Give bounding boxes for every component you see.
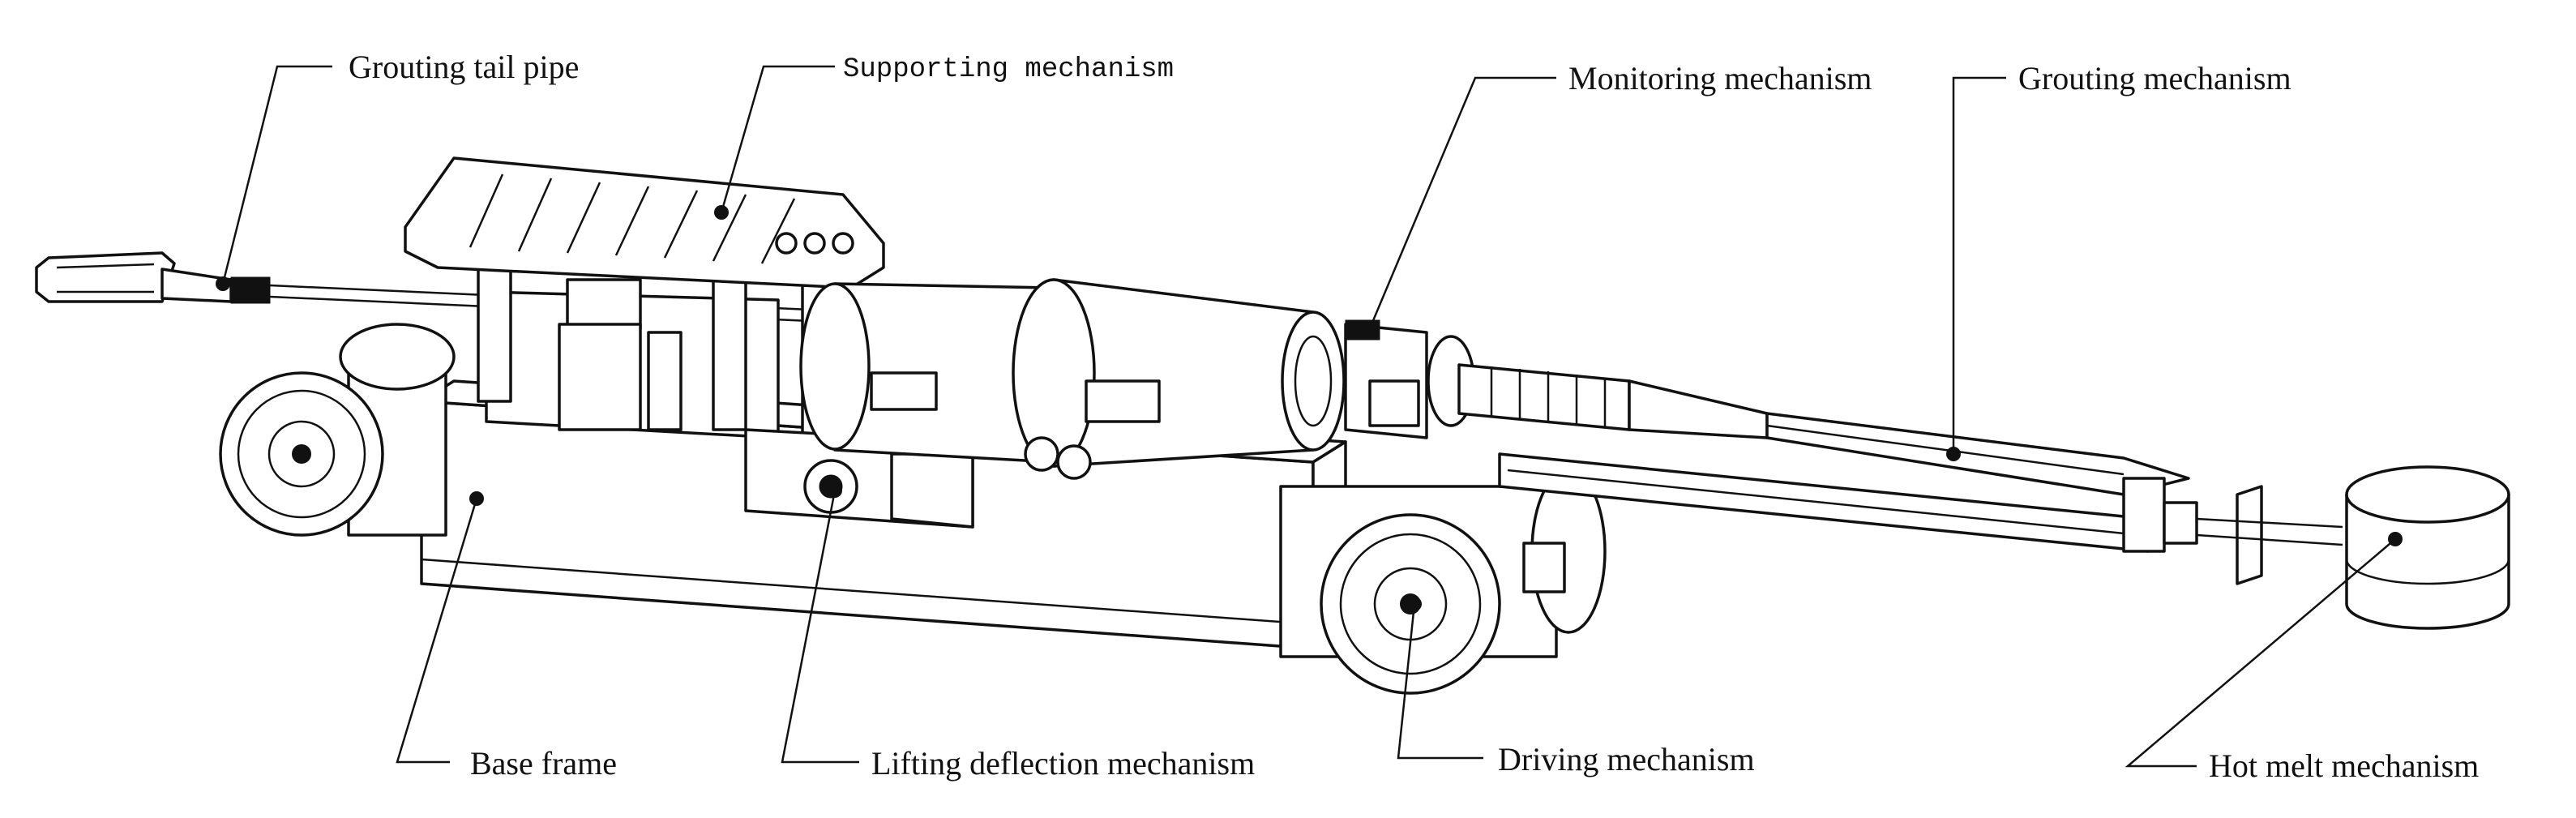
label-monitoring-mechanism: Monitoring mechanism	[1568, 60, 1872, 96]
leader-base-frame	[396, 498, 478, 764]
leader-lifting-deflection-mechanism	[781, 490, 859, 764]
labels: Grouting tail pipe Supporting mechanism …	[349, 49, 2479, 784]
leader-driving-mechanism	[1397, 603, 1483, 760]
label-lifting-deflection-mechanism: Lifting deflection mechanism	[871, 745, 1255, 782]
leader-monitoring-mechanism	[1368, 76, 1556, 329]
label-supporting-mechanism: Supporting mechanism	[843, 54, 1174, 85]
front-wheel-part	[1279, 469, 1607, 695]
main-cylinder-part	[799, 278, 1346, 480]
monitoring-mechanism-part	[1344, 319, 1475, 439]
rear-wheel-part	[219, 323, 456, 537]
hot-melt-mechanism-part	[2122, 465, 2510, 630]
label-grouting-mechanism: Grouting mechanism	[2018, 60, 2291, 96]
grouting-mechanism-part	[1457, 363, 2190, 553]
leader-hot-melt-mechanism	[2125, 538, 2396, 768]
leader-supporting-mechanism	[720, 65, 835, 213]
leader-grouting-tail-pipe	[221, 65, 332, 285]
leader-grouting-mechanism	[1952, 76, 2006, 454]
label-driving-mechanism: Driving mechanism	[1498, 741, 1755, 777]
label-hot-melt-mechanism: Hot melt mechanism	[2209, 747, 2479, 784]
label-base-frame: Base frame	[470, 745, 617, 782]
label-grouting-tail-pipe: Grouting tail pipe	[349, 49, 579, 85]
robot-drawing	[35, 156, 2510, 695]
leader-lines	[216, 65, 2403, 768]
